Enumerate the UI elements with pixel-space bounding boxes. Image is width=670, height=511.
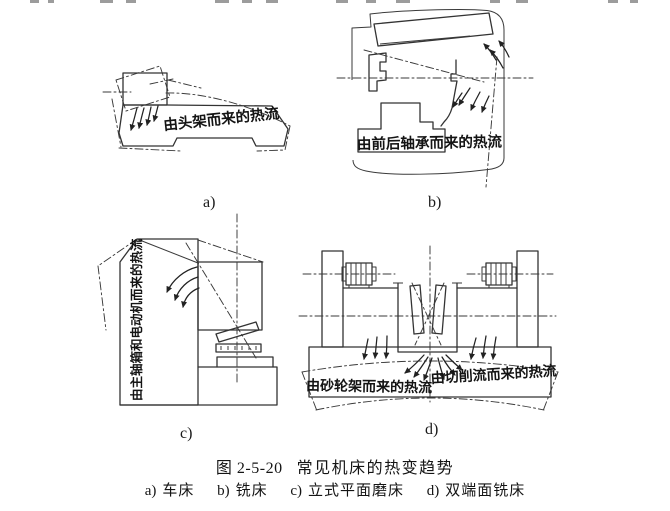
legend-key: d): [426, 483, 440, 499]
diagram-surface-grinder: 由主轴箱和电动机而来的热流: [97, 213, 278, 406]
legend-label: 车床: [162, 483, 195, 499]
panel-letter-b: b): [428, 194, 442, 211]
diagram-double-end-machine: 由砂轮架而来的热流 由切削流而来的热流: [298, 245, 559, 412]
text-fragment: [366, 0, 376, 3]
legend-label: 铣床: [235, 483, 268, 499]
panel-letter-c: c): [180, 425, 193, 442]
figure-caption: 图 2-5-20 常见机床的热变趋势: [0, 454, 670, 478]
legend-key: c): [290, 483, 303, 499]
panel-letter-d: d): [425, 421, 439, 438]
centerlines: [336, 49, 534, 188]
work-table: [119, 343, 278, 406]
diagram-milling-machine: 由前后轴承而来的热流: [336, 8, 534, 188]
heat-flow-arrows: [362, 335, 497, 381]
heat-flow-label: 由主轴箱和电动机而来的热流: [129, 238, 144, 401]
spindle-column: [368, 52, 458, 127]
heat-flow-arrows: [129, 105, 159, 131]
text-fragment: [126, 0, 136, 3]
machine-silhouette: [351, 8, 505, 175]
panel-letter-a: a): [203, 194, 216, 211]
heat-flow-label-right: 由切削流而来的热流: [430, 362, 557, 387]
lathe-bed: [118, 104, 289, 147]
heat-flow-label: 由前后轴承而来的热流: [357, 132, 503, 153]
text-fragment: [242, 0, 252, 3]
legend-item-double-end: d) 双端面铣床: [427, 483, 526, 499]
left-motor: [341, 262, 377, 288]
heat-flow-label-left: 由砂轮架而来的热流: [306, 377, 432, 396]
text-fragment: [48, 0, 54, 3]
deformed-column: [97, 238, 264, 359]
text-fragment: [516, 0, 528, 3]
machine-bed: [308, 346, 552, 398]
cutter-heads: [409, 282, 447, 346]
text-fragment: [266, 0, 278, 3]
lathe-headstock: [122, 72, 168, 106]
legend-key: b): [217, 483, 230, 499]
text-fragment: [336, 0, 348, 3]
figure-legend: a) 车床 b) 铣床 c) 立式平面磨床 d) 双端面铣床: [0, 479, 670, 500]
heat-flow-arrows: [452, 40, 510, 113]
text-fragment: [490, 0, 500, 3]
text-fragment: [215, 0, 229, 3]
deformed-bed: [301, 360, 559, 412]
legend-item-milling: b) 铣床: [217, 483, 268, 499]
legend-item-lathe: a) 车床: [145, 483, 195, 499]
figure-title: 常见机床的热变趋势: [296, 460, 455, 477]
text-fragment: [100, 0, 113, 3]
legend-label: 双端面铣床: [445, 483, 526, 499]
legend-item-grinder: c) 立式平面磨床: [290, 483, 404, 499]
text-fragment: [30, 0, 39, 3]
machine-base: [357, 102, 446, 153]
legend-label: 立式平面磨床: [308, 483, 405, 499]
text-fragment: [630, 0, 638, 3]
legend-key: a): [144, 483, 157, 499]
overarm-ram: [373, 12, 494, 47]
heat-flow-label: 由头架而来的热流: [163, 104, 281, 134]
lathe-deformed-headstock: [102, 65, 202, 112]
diagram-lathe: 由头架而来的热流: [102, 65, 291, 152]
text-fragment: [396, 0, 410, 3]
figure-number: 图 2-5-20: [215, 460, 283, 477]
grinding-wheel: [215, 321, 260, 343]
grinding-head: [197, 261, 263, 331]
text-fragment: [608, 0, 618, 3]
heat-flow-arrows: [166, 266, 200, 308]
right-motor: [481, 262, 517, 288]
lathe-deformed-bed: [111, 92, 291, 152]
table-and-pocket: [342, 282, 518, 353]
